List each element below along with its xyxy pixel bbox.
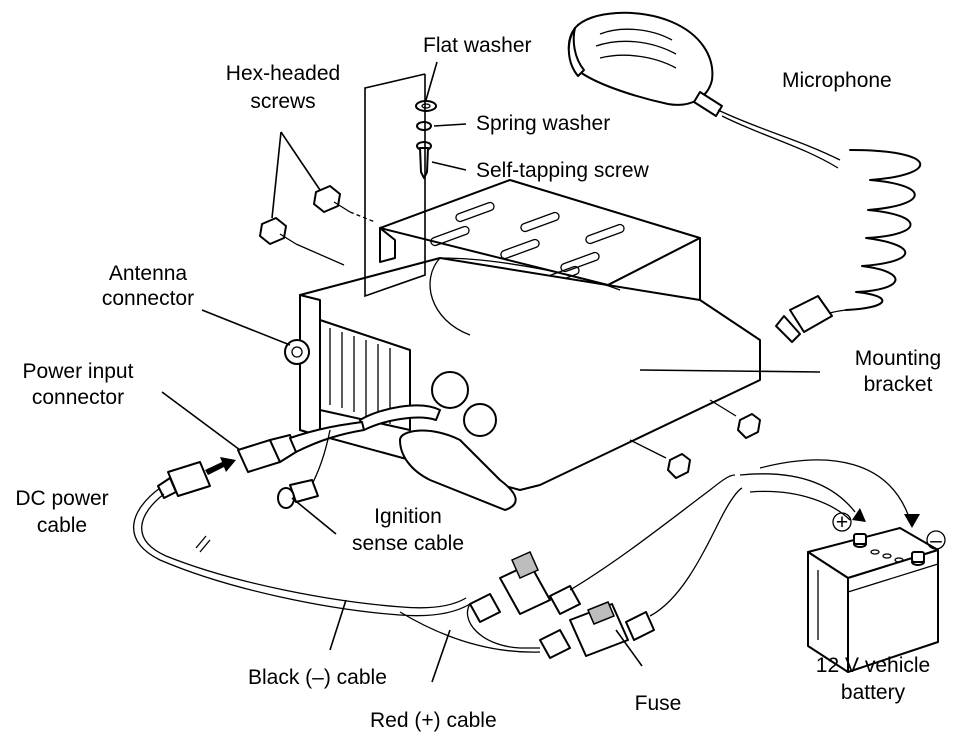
label-power-input-line1: Power input: [23, 360, 134, 383]
label-red-cable: Red (+) cable: [370, 709, 497, 732]
label-dc-power-line2: cable: [37, 514, 87, 537]
leader-lines: [161, 61, 821, 683]
microphone-illustration: [567, 11, 921, 343]
label-ignition-line2: sense cable: [352, 532, 464, 555]
battery-minus-symbol: –: [930, 529, 942, 552]
label-antenna-line1: Antenna: [109, 262, 188, 285]
cables-illustration: [132, 421, 920, 659]
label-power-input-line2: connector: [32, 386, 124, 409]
battery-illustration: + –: [807, 511, 946, 673]
label-hex-screws-line1: Hex-headed: [226, 62, 340, 85]
label-battery-line1: 12 V vehicle: [816, 654, 930, 677]
label-mounting-line1: Mounting: [855, 347, 941, 370]
label-hex-screws-line2: screws: [250, 90, 315, 113]
label-dc-power-line1: DC power: [15, 487, 108, 510]
label-flat-washer: Flat washer: [423, 34, 532, 57]
label-black-cable: Black (–) cable: [248, 666, 387, 689]
label-battery-line2: battery: [841, 681, 906, 704]
label-self-tapping-screw: Self-tapping screw: [476, 159, 650, 182]
battery-plus-symbol: +: [836, 511, 848, 534]
radio-unit-illustration: [284, 257, 761, 511]
label-microphone: Microphone: [782, 69, 892, 92]
plus-symbol-circle: [832, 512, 852, 532]
label-mounting-line2: bracket: [864, 373, 933, 396]
labels: Flat washer Spring washer Self-tapping s…: [15, 34, 941, 732]
label-fuse: Fuse: [635, 692, 682, 715]
label-ignition-line1: Ignition: [374, 505, 442, 528]
label-spring-washer: Spring washer: [476, 112, 610, 135]
minus-symbol-circle: [926, 530, 946, 550]
label-antenna-line2: connector: [102, 287, 194, 310]
hardware-illustrations: [259, 100, 761, 479]
